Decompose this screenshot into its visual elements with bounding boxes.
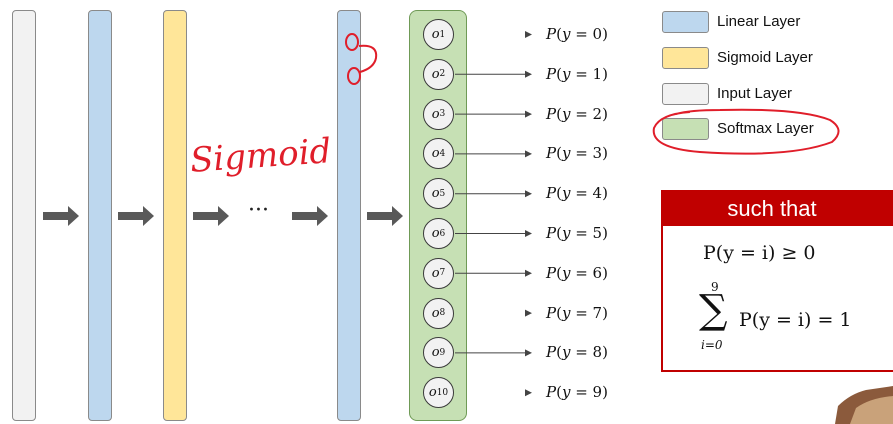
neuron-symbol: o — [431, 106, 440, 122]
hand-legend-circle — [652, 108, 840, 155]
neuron-symbol: o — [431, 345, 440, 361]
neuron-symbol: o — [431, 305, 440, 321]
ellipsis: ··· — [248, 198, 269, 223]
connector-arrowhead-7 — [525, 309, 532, 317]
connector-arrowhead-1 — [525, 70, 532, 78]
neuron-symbol: o — [431, 265, 440, 281]
connector-arrowhead-4 — [525, 190, 532, 198]
connector-arrowhead-6 — [525, 269, 532, 277]
output-label-6: P(y = 6) — [546, 263, 608, 282]
sum-lower-limit: i=0 — [701, 338, 723, 352]
legend-swatch-input — [662, 83, 709, 105]
neuron-subscript: 7 — [439, 268, 446, 279]
neuron-symbol: o — [431, 226, 440, 241]
neuron-subscript: 8 — [439, 308, 446, 319]
legend-swatch-softmax — [662, 118, 709, 140]
hand-neuron-bottom — [347, 67, 361, 85]
neuron-symbol: o — [431, 186, 440, 202]
connector-arrowhead-2 — [525, 110, 532, 118]
neuron-subscript: 9 — [439, 347, 446, 358]
sum-upper-limit: 9 — [711, 280, 719, 294]
connector-arrowhead-9 — [525, 389, 532, 397]
neuron-subscript: 6 — [439, 228, 446, 239]
legend-label-linear: Linear Layer — [717, 13, 801, 30]
flow-arrow-1 — [43, 206, 79, 226]
output-label-5: P(y = 5) — [546, 224, 608, 242]
legend-label-input: Input Layer — [717, 85, 793, 102]
flow-arrow-4 — [292, 206, 328, 226]
neuron-symbol: o — [428, 385, 437, 401]
connector-arrowhead-3 — [525, 150, 532, 158]
neuron-subscript: 4 — [439, 148, 446, 159]
output-label-4: P(y = 4) — [546, 184, 608, 203]
output-label-3: P(y = 3) — [546, 144, 608, 163]
output-label-8: P(y = 8) — [546, 343, 608, 362]
neuron-subscript: 2 — [439, 69, 446, 80]
sigmoid-layer-bar — [163, 10, 187, 421]
nonnegativity-formula: P(y = i) ≥ 0 — [703, 242, 816, 264]
linear-layer-bar-1 — [88, 10, 112, 421]
hand-neuron-top — [345, 33, 359, 51]
flow-arrow-2 — [118, 206, 154, 226]
condition-box: such that P(y = i) ≥ 0 9 ∑ i=0 P(y = i) … — [661, 190, 893, 372]
neuron-symbol: o — [431, 27, 440, 42]
sum-to-one-formula: P(y = i) = 1 — [739, 309, 852, 331]
connector-arrowhead-8 — [525, 349, 532, 357]
neuron-symbol: o — [431, 66, 440, 82]
condition-header: such that — [663, 192, 893, 226]
hand-connector — [358, 44, 378, 73]
legend-label-softmax: Softmax Layer — [717, 120, 814, 137]
flow-arrow-3 — [193, 206, 229, 226]
connector-arrowhead-5 — [525, 230, 532, 237]
linear-layer-bar-2 — [337, 10, 361, 421]
legend-swatch-linear — [662, 11, 709, 33]
neuron-symbol: o — [431, 146, 440, 162]
neuron-subscript: 5 — [439, 188, 446, 199]
input-layer-bar — [12, 10, 36, 421]
output-label-1: P(y = 1) — [546, 64, 608, 83]
flow-arrow-5 — [367, 206, 403, 226]
legend-swatch-sigmoid — [662, 47, 709, 69]
neuron-subscript: 1 — [439, 29, 446, 40]
legend-label-sigmoid: Sigmoid Layer — [717, 49, 813, 66]
output-label-7: P(y = 7) — [546, 303, 608, 322]
output-label-9: P(y = 9) — [546, 383, 608, 402]
output-label-2: P(y = 2) — [546, 104, 608, 123]
summation-symbol: ∑ — [699, 287, 728, 333]
neuron-subscript: 10 — [436, 387, 449, 398]
output-label-0: P(y = 0) — [546, 25, 608, 43]
neuron-subscript: 3 — [439, 109, 446, 120]
connector-arrowhead-0 — [525, 31, 532, 38]
